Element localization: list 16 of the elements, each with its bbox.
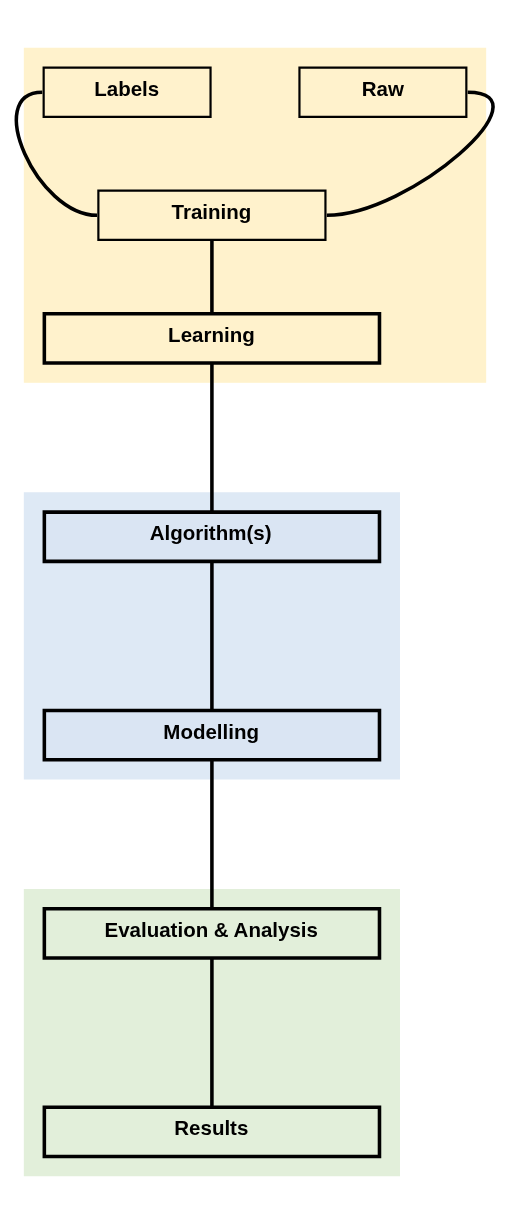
- cluster: [23, 47, 487, 383]
- connector: [210, 561, 214, 711]
- node-box: Results: [42, 1105, 382, 1159]
- cluster: [23, 889, 400, 1177]
- node-box: Raw: [298, 66, 468, 118]
- node-box: Labels: [42, 66, 212, 118]
- connector: [210, 760, 214, 909]
- connector: [210, 363, 214, 512]
- node-box: Algorithm(s): [42, 510, 382, 564]
- node-box: Modelling: [42, 708, 382, 762]
- node-box: Training: [97, 189, 327, 241]
- connector: [210, 958, 214, 1107]
- connector: [210, 240, 214, 314]
- node-box: Learning: [42, 312, 382, 365]
- node-box: Evaluation & Analysis: [42, 907, 382, 960]
- cluster: [23, 492, 400, 780]
